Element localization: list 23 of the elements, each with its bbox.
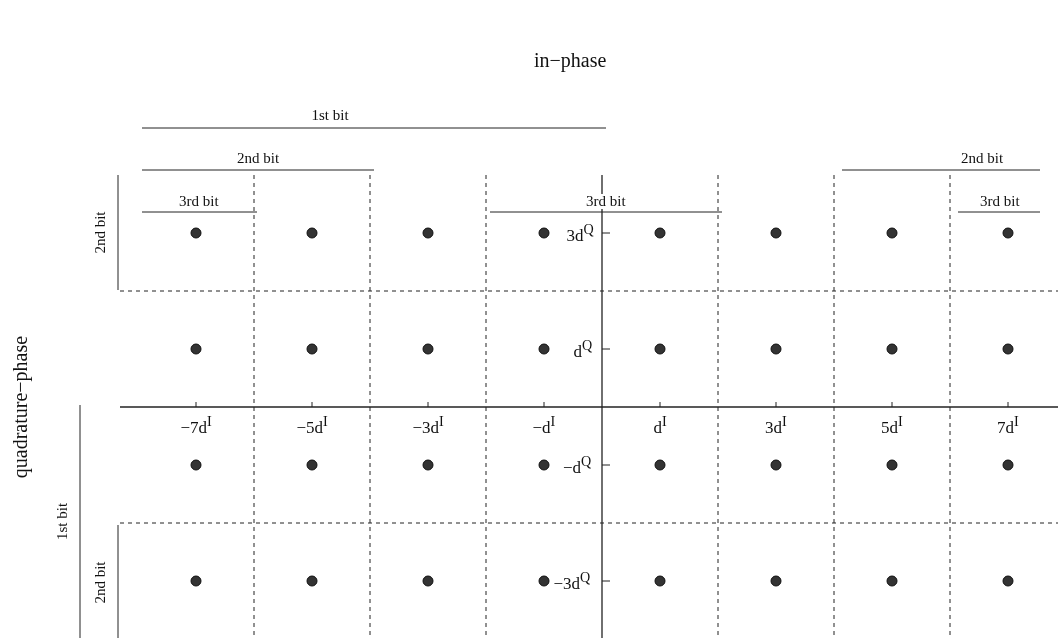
tick-label: −3d$^{Q}$	[553, 570, 591, 592]
tick-label: −3d$^{I}$	[412, 414, 444, 436]
axis-title: quadrature−phase	[10, 335, 31, 479]
bit-label: 2nd bit	[92, 560, 108, 604]
tick-label: 3d$^{Q}$	[566, 222, 594, 244]
tick-label: d$^{I}$	[653, 414, 667, 436]
bit-label: 2nd bit	[961, 150, 1004, 166]
tick-label: 7d$^{I}$	[997, 414, 1019, 436]
bit-label: 3rd bit	[586, 193, 626, 209]
axis-title: in−phase	[534, 50, 607, 70]
tick-label: −d$^{Q}$	[563, 454, 592, 476]
tick-label: 5d$^{I}$	[881, 414, 903, 436]
bit-label: 3rd bit	[980, 193, 1020, 209]
bit-label: 2nd bit	[92, 210, 108, 254]
bit-label: 1st bit	[54, 502, 70, 540]
tick-label: −7d$^{I}$	[180, 414, 212, 436]
tick-label: d$^{Q}$	[573, 338, 593, 360]
bit-label: 1st bit	[311, 107, 349, 123]
tick-label: 3d$^{I}$	[765, 414, 787, 436]
bit-label: 2nd bit	[237, 150, 280, 166]
bit-label: 3rd bit	[179, 193, 219, 209]
tick-label: −d$^{I}$	[532, 414, 556, 436]
tick-label: −5d$^{I}$	[296, 414, 328, 436]
